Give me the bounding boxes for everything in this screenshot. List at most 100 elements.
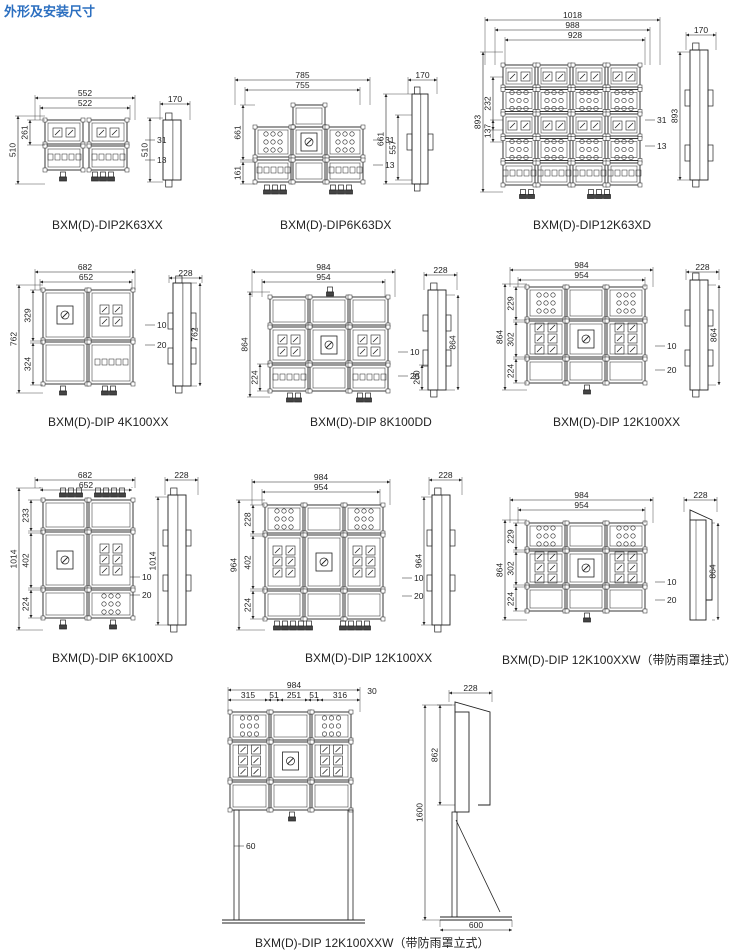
dimension-label: 402 [243, 555, 253, 569]
dimension-label: 984 [316, 262, 330, 272]
dimension-label: 864 [495, 330, 505, 344]
dimension-label: 228 [463, 683, 477, 693]
dimension-label: 661 [376, 132, 386, 146]
caption-fig9: BXM(D)-DIP 12K100XXW（带防雨罩挂式） [502, 653, 730, 667]
dimension-label: 661 [233, 125, 243, 139]
dimension-label: 954 [574, 500, 588, 510]
dimension-label: 1014 [148, 551, 158, 570]
caption-fig2: BXM(D)-DIP6K63DX [280, 218, 392, 232]
dimension-label: 13 [385, 160, 395, 170]
dimension-label: 20 [410, 371, 420, 381]
dimension-label: 228 [433, 265, 447, 275]
dimension-label: 10 [667, 577, 677, 587]
dimension-label: 755 [295, 80, 309, 90]
dimension-label: 329 [23, 308, 33, 322]
dimension-label: 31 [657, 115, 667, 125]
dimension-label: 31 [157, 135, 167, 145]
dimension-label: 224 [506, 364, 516, 378]
dimension-label: 984 [314, 472, 328, 482]
dimension-label: 31 [385, 135, 395, 145]
dimension-label: 170 [415, 70, 429, 80]
dimension-label: 51 [269, 690, 279, 700]
dimension-label: 161 [233, 166, 243, 180]
dimension-label: 251 [287, 690, 301, 700]
caption-fig7: BXM(D)-DIP 6K100XD [52, 651, 174, 665]
dimension-label: 1600 [415, 803, 425, 822]
dimension-label: 864 [495, 563, 505, 577]
dimension-label: 954 [316, 272, 330, 282]
dimension-label: 20 [142, 590, 152, 600]
dimension-label: 10 [414, 573, 424, 583]
dimension-label: 652 [79, 272, 93, 282]
dimension-label: 652 [79, 480, 93, 490]
dimension-label: 228 [438, 470, 452, 480]
dimension-label: 862 [430, 748, 440, 762]
dimension-label: 302 [506, 332, 516, 346]
caption-fig4: BXM(D)-DIP 4K100XX [48, 415, 169, 429]
dimension-label: 228 [178, 268, 192, 278]
caption-fig5: BXM(D)-DIP 8K100DD [310, 415, 432, 429]
dimension-label: 893 [473, 115, 483, 129]
dimension-label: 10 [667, 341, 677, 351]
caption-fig8: BXM(D)-DIP 12K100XX [305, 651, 433, 665]
dimension-label: 682 [78, 470, 92, 480]
dimension-label: 20 [667, 595, 677, 605]
dimension-label: 984 [574, 490, 588, 500]
dimension-label: 954 [314, 482, 328, 492]
caption-fig6: BXM(D)-DIP 12K100XX [553, 415, 681, 429]
dimension-label: 510 [140, 143, 150, 157]
dimension-label: 984 [287, 680, 301, 690]
dimension-label: 170 [168, 94, 182, 104]
dimension-label: 228 [243, 512, 253, 526]
dimension-label: 232 [483, 96, 493, 110]
dimension-label: 302 [506, 561, 516, 575]
dimension-label: 954 [574, 270, 588, 280]
dimension-label: 510 [8, 143, 18, 157]
dimension-label: 762 [190, 327, 200, 341]
dimension-label: 20 [667, 365, 677, 375]
dimension-label: 864 [240, 337, 250, 351]
dimension-label: 402 [21, 553, 31, 567]
dimension-label: 928 [568, 30, 582, 40]
dimension-label: 864 [709, 328, 719, 342]
dimension-label: 1014 [9, 549, 19, 568]
dimension-label: 552 [78, 88, 92, 98]
dimension-label: 228 [693, 490, 707, 500]
dimension-label: 864 [448, 335, 458, 349]
dimension-label: 682 [78, 262, 92, 272]
dimension-label: 1018 [563, 10, 582, 20]
dimension-label: 224 [250, 370, 260, 384]
dimension-label: 316 [333, 690, 347, 700]
dimension-label: 864 [708, 564, 718, 578]
dimension-label: 261 [20, 125, 30, 139]
dimension-label: 557 [388, 140, 398, 154]
dimension-label: 964 [229, 558, 239, 572]
dimension-label: 229 [506, 296, 516, 310]
dimension-label: 988 [565, 20, 579, 30]
dimension-label: 522 [78, 98, 92, 108]
dimension-label: 10 [142, 572, 152, 582]
dimension-label: 893 [670, 109, 680, 123]
dimension-label: 10 [157, 320, 167, 330]
dimension-label: 60 [246, 841, 256, 851]
dimension-label: 137 [483, 124, 493, 138]
dimension-label: 233 [21, 508, 31, 522]
dimension-label: 315 [241, 690, 255, 700]
dimension-label: 228 [174, 470, 188, 480]
dimension-label: 13 [157, 155, 167, 165]
dimension-label: 324 [23, 357, 33, 371]
dimension-label: 224 [506, 592, 516, 606]
caption-fig3: BXM(D)-DIP12K63XD [533, 218, 652, 232]
dimension-label: 200 [412, 370, 422, 384]
